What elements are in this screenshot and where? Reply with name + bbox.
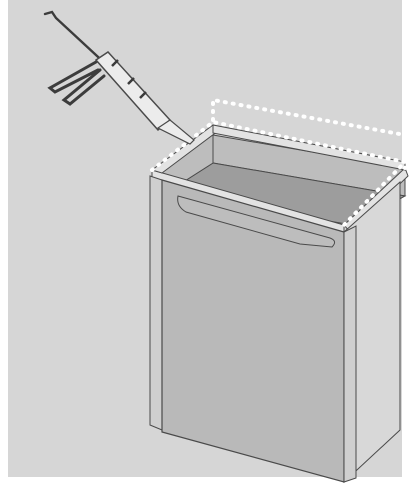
dotted-seal-line-icon <box>211 97 407 170</box>
caulking-gun-nozzle <box>156 119 195 145</box>
cabinet-right-edge-strip <box>343 225 357 483</box>
caulking-gun-plunger-rod <box>43 10 112 70</box>
wash-basin-cabinet <box>149 124 409 484</box>
cabinet-door-grip-recess <box>177 195 336 248</box>
dotted-seal-line-icon <box>150 119 409 227</box>
caulking-gun-handle <box>47 60 106 106</box>
silicone-caulking-gun-icon <box>43 10 195 145</box>
caulking-gun-cartridge-stripes <box>111 59 147 99</box>
frame-bottom-edge <box>0 477 410 485</box>
cabinet-left-side-edge <box>149 175 163 431</box>
silicone-seal-outline <box>150 97 409 227</box>
frame-left-edge <box>0 0 8 485</box>
frame-right-edge <box>402 0 410 485</box>
